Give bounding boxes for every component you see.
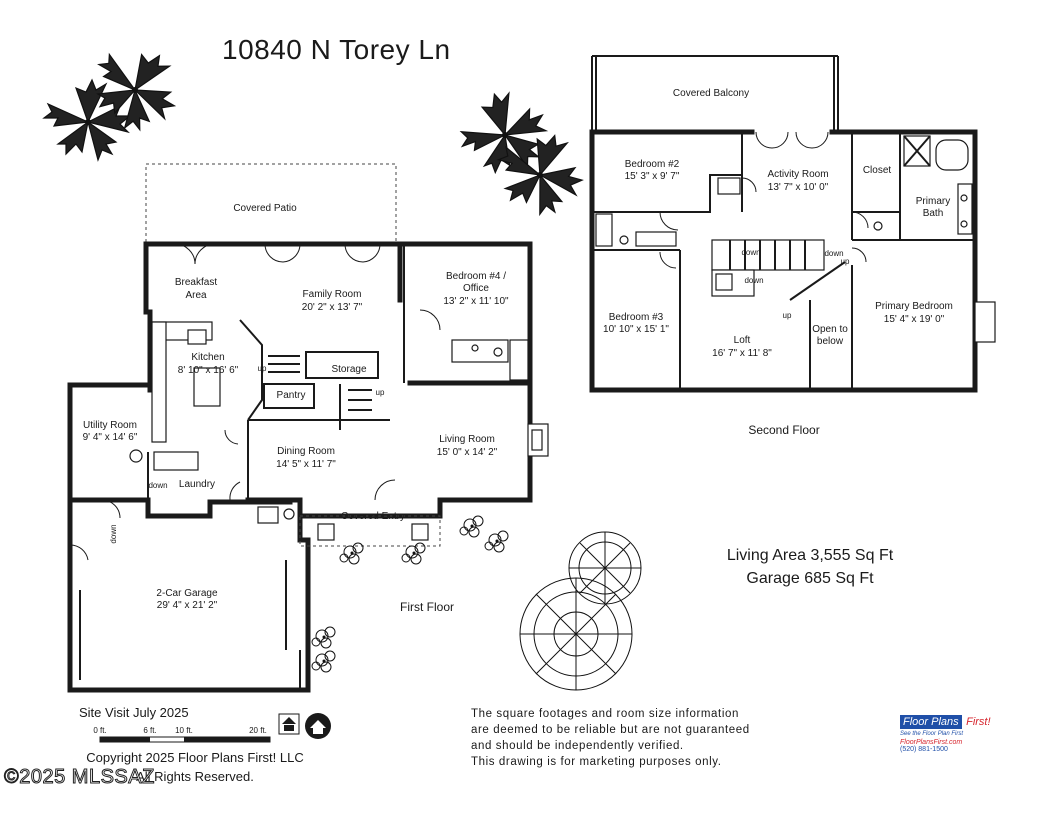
label-first-floor: First Floor — [400, 600, 454, 614]
label-open-to-below-1: Open to — [812, 324, 848, 335]
logo-brand-2: First! — [966, 716, 991, 728]
disclaimer: The square footages and room size inform… — [471, 706, 750, 770]
label-living-room: Living Room — [439, 434, 495, 445]
label-bedroom2-dim: 15' 3" x 9' 7" — [625, 171, 680, 182]
logo-phone: (520) 881-1500 — [900, 746, 948, 753]
palm-tree-center-icon — [448, 80, 593, 224]
tree-icon — [519, 531, 642, 691]
scale-label-20: 20 ft. — [249, 726, 267, 735]
label-step-down-2: down — [109, 524, 118, 543]
copyright: Copyright 2025 Floor Plans First! LLC Al… — [60, 748, 330, 786]
disclaimer-line-3: and should be independently verified. — [471, 740, 684, 752]
label-stairs-up-1: up — [841, 257, 850, 266]
label-stairs-down-1: down — [741, 248, 760, 257]
label-garage-dim: 29' 4" x 21' 2" — [157, 600, 218, 611]
disclaimer-line-1: The square footages and room size inform… — [471, 708, 739, 720]
label-activity-room-dim: 13' 7" x 10' 0" — [768, 182, 829, 193]
label-primary-bedroom-dim: 15' 4" x 19' 0" — [884, 314, 945, 325]
label-utility-room-dim: 9' 4" x 14' 6" — [83, 432, 138, 443]
label-closet: Closet — [863, 165, 892, 176]
label-stairs-up-2: up — [783, 311, 792, 320]
label-covered-patio: Covered Patio — [233, 203, 297, 214]
label-bedroom4-1: Bedroom #4 / — [446, 271, 506, 282]
logo-url: FloorPlansFirst.com — [900, 739, 963, 746]
equal-housing-icon — [278, 713, 300, 735]
scale-label-6: 6 ft. — [143, 726, 156, 735]
label-living-room-dim: 15' 0" x 14' 2" — [437, 447, 498, 458]
label-pantry: Pantry — [277, 390, 306, 401]
label-kitchen-dim: 8' 10" x 16' 6" — [178, 365, 239, 376]
label-primary-bath-2: Bath — [923, 208, 944, 219]
garage-area-text: Garage 685 Sq Ft — [746, 570, 874, 587]
label-garage: 2-Car Garage — [156, 588, 218, 599]
label-family-room: Family Room — [303, 289, 362, 300]
label-bedroom2: Bedroom #2 — [625, 159, 680, 170]
scale-label-0: 0 ft. — [93, 726, 106, 735]
label-breakfast-2: Area — [185, 290, 207, 301]
first-floor-plan: Covered Patio Breakfast Area Family Room… — [67, 163, 549, 693]
label-bedroom3-dim: 10' 10" x 15' 1" — [603, 324, 669, 335]
label-dining-room-dim: 14' 5" x 11' 7" — [276, 459, 336, 470]
label-family-room-dim: 20' 2" x 13' 7" — [302, 302, 363, 313]
label-second-floor: Second Floor — [748, 423, 819, 437]
label-stairs-down-3: down — [744, 276, 763, 285]
label-bedroom4-dim: 13' 2" x 11' 10" — [443, 296, 509, 307]
label-primary-bedroom: Primary Bedroom — [875, 301, 953, 312]
realtor-icon — [305, 713, 331, 739]
label-bedroom4-2: Office — [463, 283, 489, 294]
second-floor-plan: Covered Balcony Bedroom #2 15' 3" x 9' 7… — [589, 55, 996, 437]
label-loft-dim: 16' 7" x 11' 8" — [712, 348, 772, 359]
label-open-to-below-2: below — [817, 336, 844, 347]
label-laundry: Laundry — [179, 479, 215, 490]
label-bedroom3: Bedroom #3 — [609, 312, 664, 323]
palm-tree-left-icon — [43, 31, 193, 161]
living-area-text: Living Area 3,555 Sq Ft — [726, 547, 894, 564]
label-storage: Storage — [331, 364, 366, 375]
scale-bar: 0 ft. 6 ft. 10 ft. 20 ft. — [93, 726, 271, 743]
mls-watermark: ©2025 MLSSAZ — [4, 766, 155, 789]
disclaimer-line-2: are deemed to be reliable but are not gu… — [471, 724, 750, 736]
label-breakfast-1: Breakfast — [175, 277, 217, 288]
label-stairs-down-2: down — [824, 249, 843, 258]
label-covered-entry: Covered Entry — [341, 511, 405, 522]
label-stairs-up-2: up — [376, 388, 385, 397]
site-visit-text: Site Visit July 2025 — [79, 705, 189, 720]
label-step-down-1: down — [148, 481, 167, 490]
label-kitchen: Kitchen — [191, 352, 224, 363]
label-activity-room: Activity Room — [767, 169, 828, 180]
label-covered-balcony: Covered Balcony — [673, 88, 749, 99]
label-stairs-up-1: up — [258, 364, 267, 373]
page-title: 10840 N Torey Ln — [222, 34, 451, 65]
label-primary-bath-1: Primary — [916, 196, 950, 207]
logo-brand: Floor Plans — [900, 715, 962, 729]
label-loft: Loft — [734, 335, 751, 346]
scale-label-10: 10 ft. — [175, 726, 193, 735]
copyright-line-1: Copyright 2025 Floor Plans First! LLC — [86, 750, 304, 765]
floor-plans-first-logo: Floor Plans First! See the Floor Plan Fi… — [900, 712, 1000, 753]
label-dining-room: Dining Room — [277, 446, 335, 457]
area-summary: Living Area 3,555 Sq Ft Garage 685 Sq Ft — [700, 544, 920, 590]
disclaimer-line-4: This drawing is for marketing purposes o… — [471, 756, 722, 768]
label-utility-room: Utility Room — [83, 420, 137, 431]
copyright-line-2: All Rights Reserved. — [136, 769, 254, 784]
logo-tagline: See the Floor Plan First — [900, 731, 964, 737]
